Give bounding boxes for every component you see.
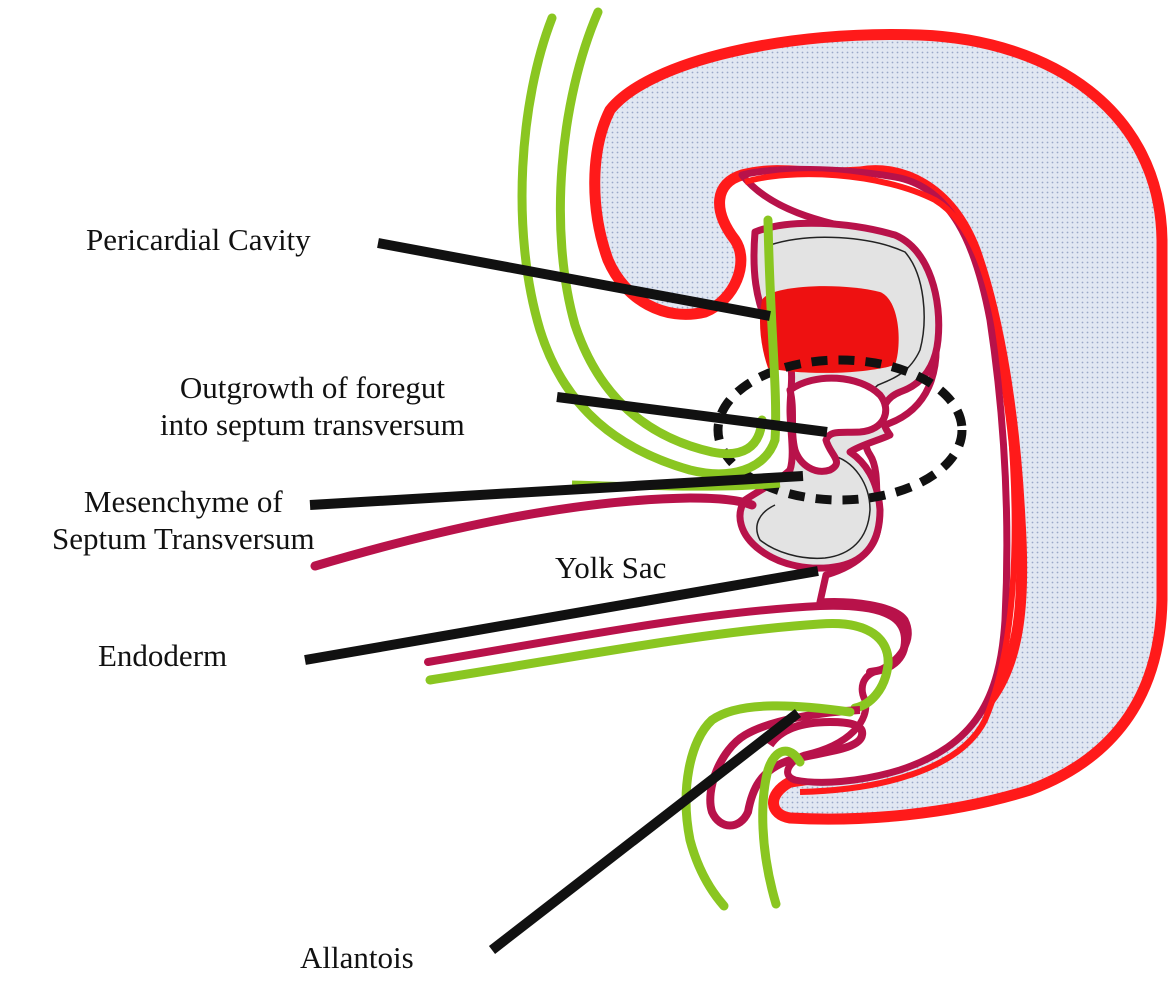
label-endoderm: Endoderm — [98, 638, 227, 675]
label-pericardial-cavity: Pericardial Cavity — [86, 222, 311, 259]
label-mesenchyme: Mesenchyme of Septum Transversum — [52, 484, 315, 557]
leader-allantois — [492, 713, 798, 950]
label-foregut-line2: into septum transversum — [160, 407, 465, 444]
label-mesenchyme-line2: Septum Transversum — [52, 521, 315, 558]
label-foregut-outgrowth: Outgrowth of foregut into septum transve… — [160, 370, 465, 443]
label-foregut-line1: Outgrowth of foregut — [160, 370, 465, 407]
endoderm-upper-left — [315, 498, 752, 566]
label-allantois: Allantois — [300, 940, 414, 977]
label-yolk-sac: Yolk Sac — [555, 550, 666, 587]
label-mesenchyme-line1: Mesenchyme of — [52, 484, 315, 521]
yolk-sac-mesoderm — [430, 623, 888, 708]
